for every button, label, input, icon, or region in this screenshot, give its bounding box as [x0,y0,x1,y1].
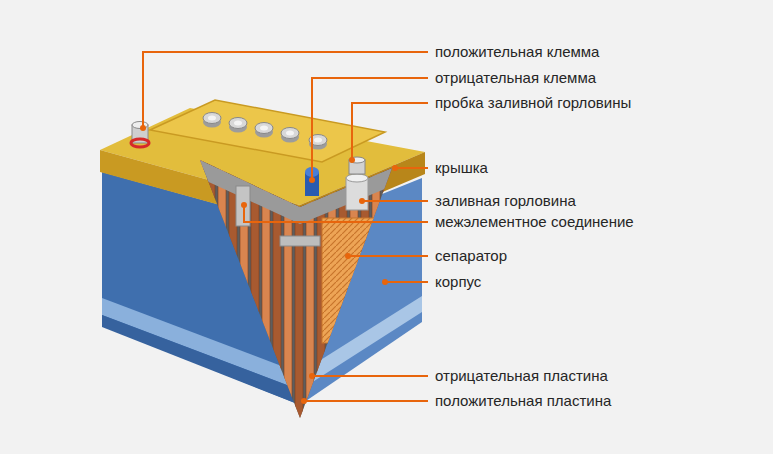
illustration-part [208,116,216,121]
illustration-part [280,236,320,246]
illustration-part [295,150,303,430]
part-label: пробка заливной горловины [435,94,631,112]
part-label: заливная горловина [435,192,576,210]
illustration-part [349,157,365,163]
part-label: крышка [435,159,488,177]
positive-terminal [131,122,149,148]
illustration-part [362,200,428,202]
illustration-part [244,205,428,222]
filler-plugs [203,113,327,150]
illustration-part [301,398,307,404]
illustration-part [200,160,392,224]
part-label: положительная клемма [435,43,599,61]
illustration-part [392,165,398,171]
illustration-part [394,150,402,430]
illustration-part [143,52,428,128]
illustration-part [196,150,204,430]
illustration-part [322,218,374,343]
part-label: отрицательная пластина [435,367,608,385]
illustration-part [150,100,385,162]
illustration-part [131,139,149,147]
illustration-part [260,126,268,131]
illustration-part [346,174,368,182]
illustration-part [345,253,351,259]
illustration-part [312,78,428,180]
illustration-part [241,202,247,208]
illustration-part [273,150,281,430]
illustration-part [281,128,299,143]
illustration-part [203,113,221,124]
illustration-part [395,167,428,169]
part-label: положительная пластина [435,392,611,410]
illustration-part [383,150,391,430]
illustration-part [309,177,315,183]
illustration-part [190,150,400,430]
illustration-part [314,138,322,143]
illustration-part [203,113,221,128]
leader-dots [140,125,398,404]
filler-neck [346,157,368,210]
illustration-part [229,118,247,133]
illustration-part [286,131,294,136]
battery-cutaway [190,150,402,430]
illustration-part [140,125,146,131]
illustration-part [207,150,215,430]
part-label: сепаратор [435,247,507,265]
illustration-part [284,150,292,430]
illustration-part [255,123,273,134]
illustration-part [348,255,428,257]
illustration-part [229,118,247,129]
illustration-part [255,123,273,138]
part-label: межэлементное соединение [435,213,634,231]
illustration-part [349,157,355,163]
illustration-part [218,150,226,430]
illustration-part [382,279,388,285]
part-label: корпус [435,273,481,291]
illustration-part [352,103,428,160]
illustration-part [346,178,368,210]
battery-plates [196,150,402,430]
illustration-part [385,281,428,283]
illustration-part [304,400,428,402]
illustration-part [309,373,315,379]
illustration-part [234,121,242,126]
part-label: отрицательная клемма [435,69,596,87]
illustration-part [281,128,299,139]
leader-lines [143,52,428,401]
illustration-part [312,375,428,377]
illustration-part [359,198,365,204]
